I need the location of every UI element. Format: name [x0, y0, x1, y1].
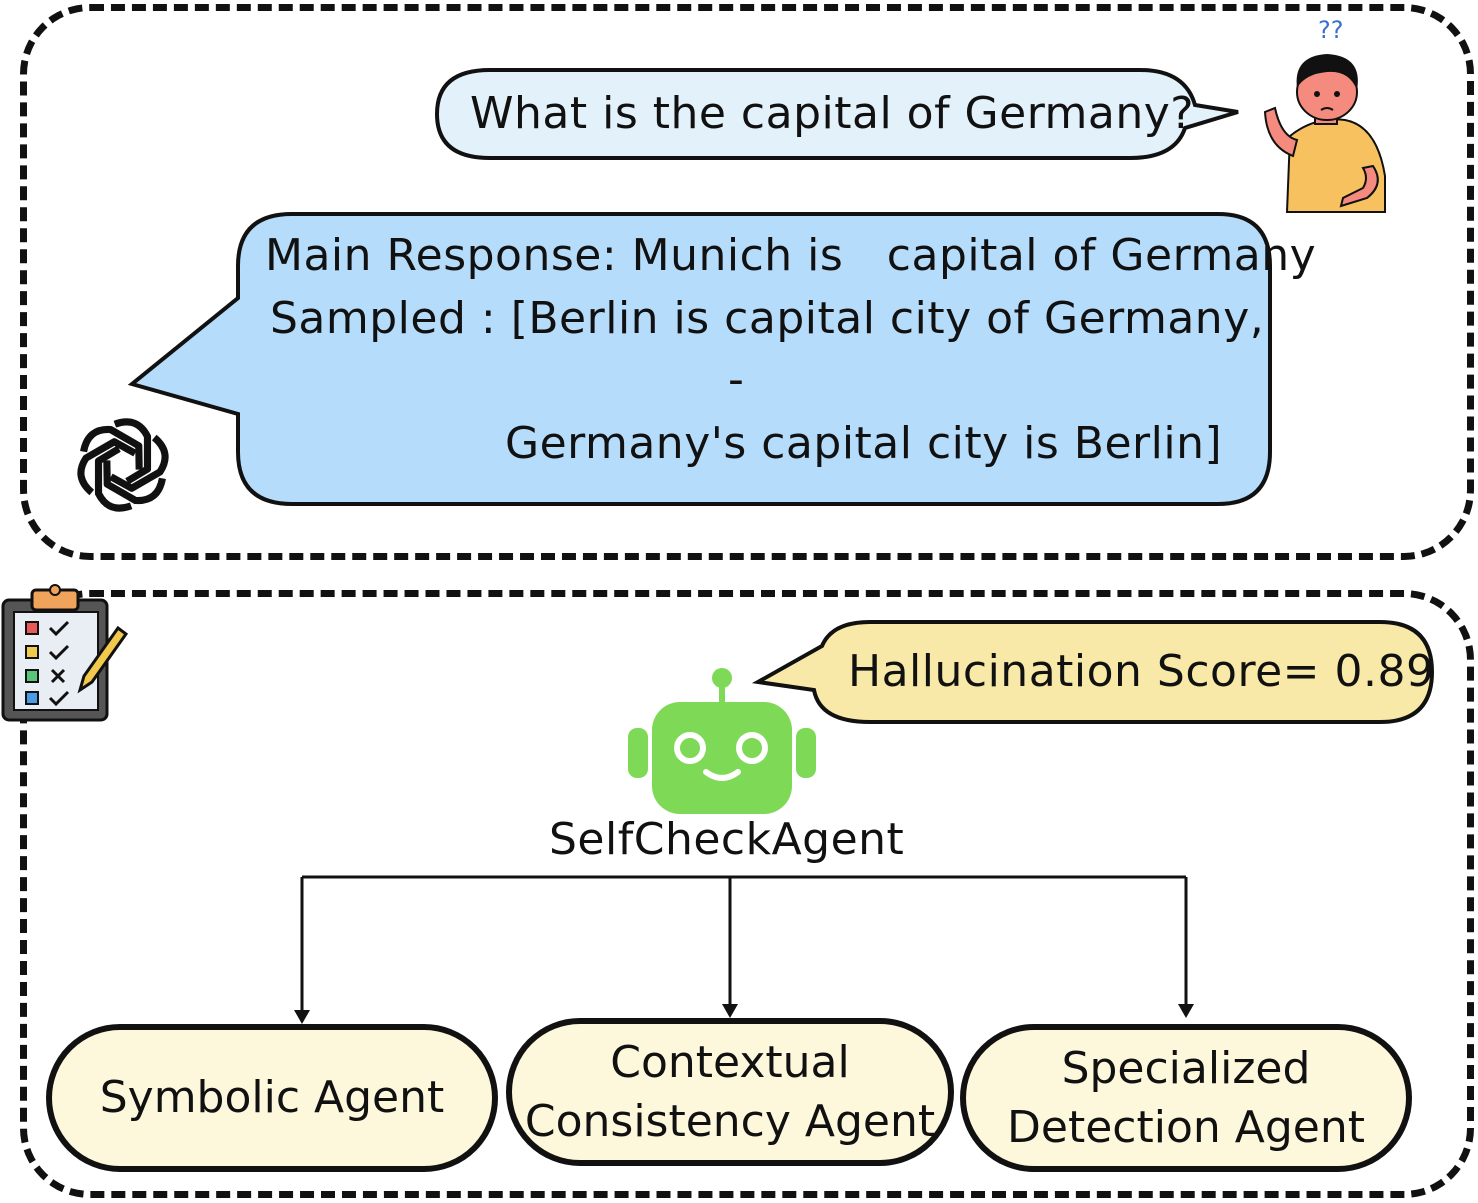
sampled-separator: -	[728, 354, 745, 405]
hallucination-score-text: Hallucination Score= 0.89	[848, 646, 1435, 697]
bottom-dashed-frame	[20, 590, 1474, 1198]
sampled-responses-text: Sampled : [Berlin is capital city of Ger…	[270, 293, 1265, 344]
confused-marks: ??	[1318, 16, 1344, 44]
agent-name: SelfCheckAgent	[549, 814, 905, 865]
contextual-agent-label-line2: Consistency Agent	[524, 1096, 936, 1147]
confused-user-icon: ??	[1245, 16, 1395, 216]
question-text: What is the capital of Germany?	[470, 88, 1195, 139]
top-dashed-frame	[20, 4, 1474, 560]
symbolic-agent-label: Symbolic Agent	[99, 1072, 445, 1124]
arrow-down-icon	[1178, 1004, 1194, 1018]
clipboard-checklist-icon	[1, 584, 129, 722]
arrow-down-icon	[722, 1004, 738, 1018]
specialized-agent-label-line2: Detection Agent	[1007, 1102, 1365, 1153]
specialized-agent-label-line1: Specialized	[1061, 1042, 1311, 1094]
openai-logo-icon	[72, 418, 174, 516]
main-response-text: Main Response: Munich is capital of Germ…	[265, 230, 1317, 281]
contextual-consistency-agent-node: Contextual Consistency Agent	[506, 1018, 954, 1166]
contextual-agent-label-line1: Contextual	[610, 1036, 850, 1088]
symbolic-agent-node: Symbolic Agent	[46, 1024, 498, 1172]
arrow-down-icon	[294, 1010, 310, 1024]
robot-icon	[628, 668, 816, 814]
specialized-detection-agent-node: Specialized Detection Agent	[960, 1024, 1412, 1172]
sampled-last-text: Germany's capital city is Berlin]	[505, 418, 1223, 469]
